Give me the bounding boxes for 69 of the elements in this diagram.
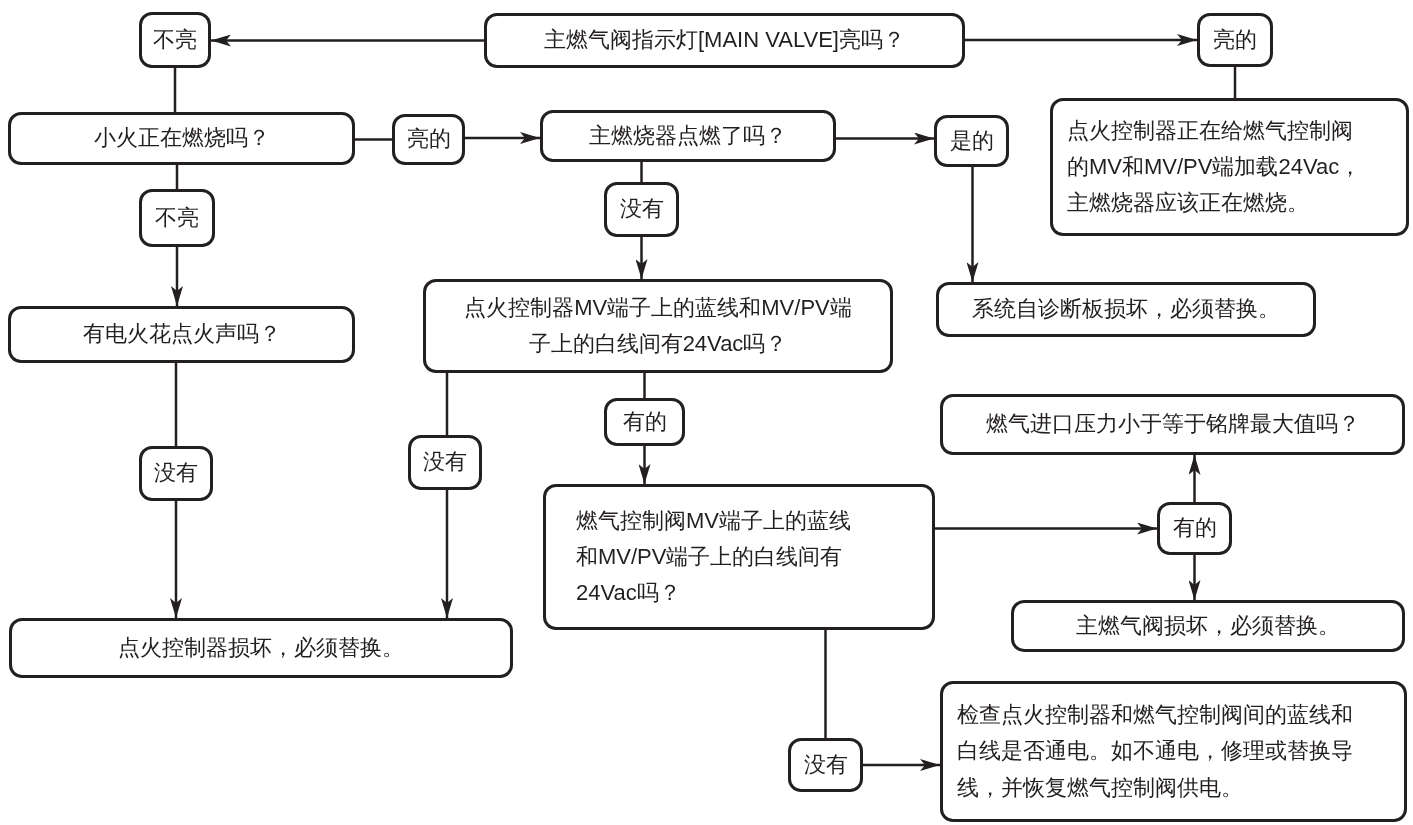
box-text: 有电火花点火声吗？ [82,320,281,349]
box-text: 燃气进口压力小于等于铭牌最大值吗？ [985,410,1360,439]
connector-line [174,363,178,446]
connector-line [1233,67,1237,98]
box-text: 不亮 [153,25,197,54]
flow-box [139,446,213,501]
box-text: 主燃气阀损坏，必须替换。 [1076,611,1340,640]
arrow [863,759,940,771]
arrow [441,490,453,618]
arrow [1188,555,1201,600]
flow-box [392,114,465,165]
connector-line [824,630,827,738]
box-text: 点火控制器MV端子上的蓝线和MV/PV端子上的白线间有24Vac吗？ [463,293,853,358]
flow-box [940,394,1405,455]
box-text: 点火控制器正在给燃气控制阀的MV和MV/PV端加载24Vac，主燃烧器应该正在燃烧。 [1067,116,1362,218]
box-text: 有的 [1172,514,1217,543]
arrow [836,132,934,145]
flow-box [604,398,685,446]
connector-line [445,373,449,435]
box-text: 主燃烧器点燃了吗？ [589,121,787,150]
flow-box [484,13,965,68]
box-text: 小火正在燃烧吗？ [93,124,270,153]
flow-box [934,115,1009,167]
flow-box [1157,502,1232,555]
connector-line [173,68,177,112]
box-text: 没有 [154,459,198,488]
flow-box [8,112,355,165]
flow-box [139,12,211,68]
box-text: 没有 [619,195,664,224]
arrow [1188,455,1201,502]
flow-box [604,182,679,237]
arrow [170,501,182,618]
box-text: 不亮 [155,203,199,232]
connector-line [643,373,646,398]
flow-box [139,189,215,247]
arrow [635,237,648,279]
arrow [465,132,540,144]
flow-box [408,435,482,490]
flow-box [1197,13,1273,67]
box-text: 亮的 [406,125,451,154]
box-text: 没有 [423,448,467,477]
flow-box [543,484,935,630]
arrow [965,34,1197,46]
flow-box [540,110,836,162]
arrow [211,34,484,47]
flow-box [1011,600,1405,652]
arrow [935,522,1157,535]
box-text: 燃气控制阀MV端子上的蓝线和MV/PV端子上的白线间有24Vac吗？ [576,506,852,608]
flow-box [423,279,893,373]
arrow [638,446,651,484]
connector-line [355,138,392,141]
connector-line [640,162,643,182]
flow-box [788,738,863,792]
box-text: 没有 [803,750,848,779]
flow-box [1050,98,1409,236]
box-text: 点火控制器损坏，必须替换。 [118,633,404,662]
box-text: 亮的 [1213,25,1257,54]
flow-box [8,306,355,363]
connector-line [175,165,179,189]
flow-box [9,618,513,678]
box-text: 主燃气阀指示灯[MAIN VALVE]亮吗？ [544,26,905,55]
arrow [966,167,979,282]
flow-box [940,681,1407,822]
box-text: 有的 [622,407,667,436]
box-text: 是的 [949,126,994,155]
arrow [171,247,183,306]
box-text: 检查点火控制器和燃气控制阀间的蓝线和白线是否通电。如不通电，修理或替换导线，并恢复燃气控制阀供电。 [957,701,1354,802]
box-text: 系统自诊断板损坏，必须替换。 [972,295,1280,324]
flow-box [936,282,1316,337]
